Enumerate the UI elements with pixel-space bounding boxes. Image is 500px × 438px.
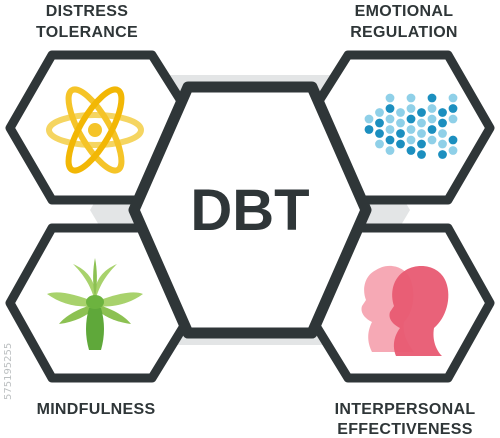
two-heads-icon	[361, 265, 449, 356]
bottom-right-label-line1: INTERPERSONAL	[335, 401, 476, 418]
dot	[385, 104, 395, 113]
dot	[427, 135, 437, 145]
dot	[438, 150, 447, 159]
dot	[438, 108, 447, 117]
dot	[417, 139, 426, 149]
dot	[385, 93, 395, 103]
dot	[448, 114, 458, 124]
dot	[406, 125, 416, 134]
dot	[417, 150, 426, 159]
dot	[364, 125, 374, 134]
dot	[438, 129, 447, 138]
dot	[406, 104, 416, 113]
bottom-right-label-line2: EFFECTIVENESS	[337, 421, 473, 438]
dot	[375, 108, 384, 117]
dot	[396, 129, 405, 138]
dot	[427, 125, 437, 134]
side-vertical-text: 575195255	[3, 343, 14, 400]
dot	[385, 135, 395, 145]
dot	[417, 108, 426, 117]
succulent-plant-icon	[47, 258, 143, 350]
dot	[417, 129, 426, 138]
dot	[448, 104, 458, 113]
dot	[438, 118, 447, 128]
dot	[427, 104, 437, 113]
dot	[396, 108, 405, 117]
top-left-label-line1: DISTRESS	[46, 3, 128, 20]
dot	[427, 93, 437, 103]
top-right-label-line2: REGULATION	[350, 24, 458, 41]
dot	[385, 146, 395, 155]
dot	[396, 139, 405, 149]
dot	[448, 146, 458, 155]
dot	[375, 129, 384, 138]
dot	[448, 93, 458, 103]
dot	[417, 118, 426, 128]
dot	[375, 139, 384, 149]
center-label: DBT	[190, 178, 309, 243]
dot	[364, 114, 374, 124]
dot	[375, 118, 384, 128]
dots-pattern-icon	[364, 93, 458, 159]
dot	[427, 114, 437, 124]
dot	[396, 118, 405, 128]
dot	[406, 146, 416, 155]
dot	[406, 114, 416, 124]
dot	[385, 114, 395, 124]
bottom-left-label: MINDFULNESS	[37, 401, 156, 418]
top-left-label-line2: TOLERANCE	[36, 24, 138, 41]
top-right-label-line1: EMOTIONAL	[355, 3, 454, 20]
dot	[406, 135, 416, 145]
dot	[385, 125, 395, 134]
dot	[438, 139, 447, 149]
atom-icon	[46, 86, 144, 174]
dot	[448, 135, 458, 145]
hexagon-center	[128, 81, 372, 339]
dot	[406, 93, 416, 103]
